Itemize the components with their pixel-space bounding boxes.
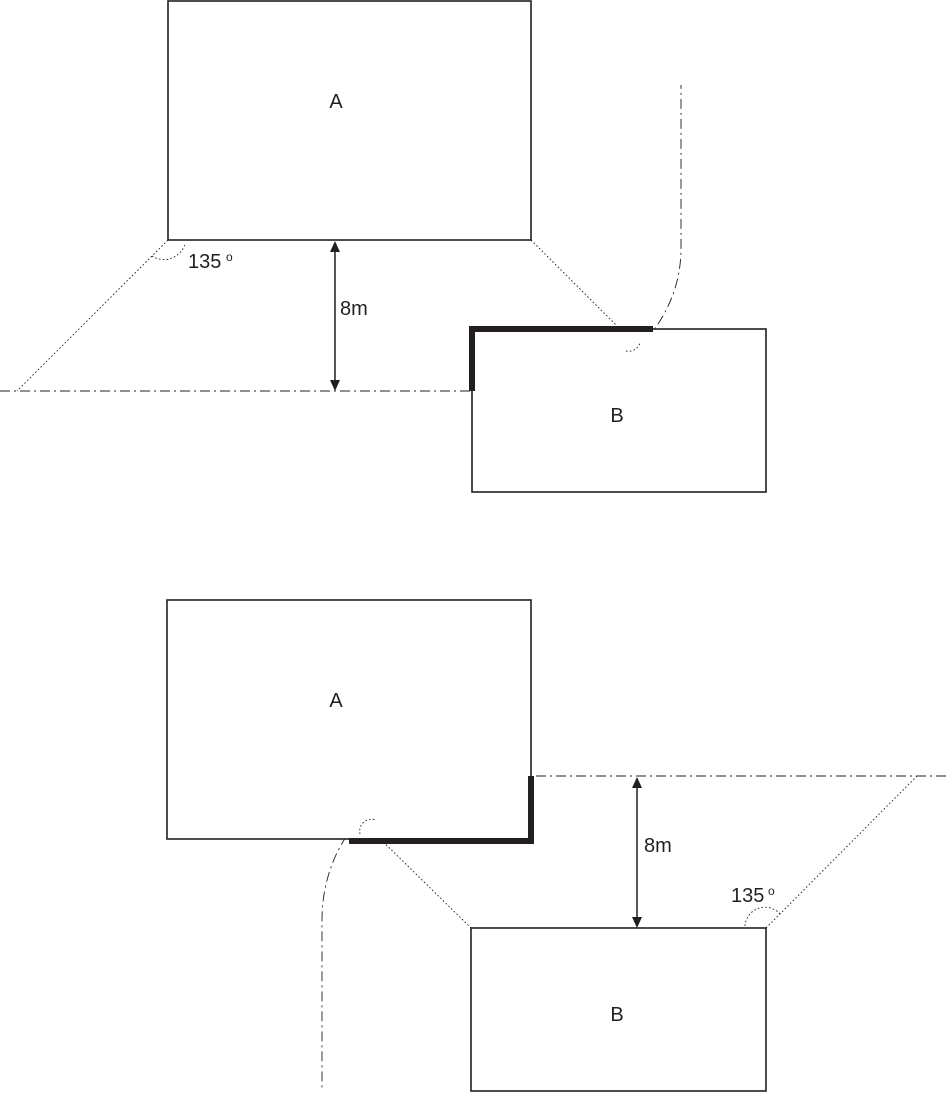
bottom-building-b [470,927,767,1092]
top-scenario: A B 8m 135 o [0,0,767,493]
top-angle-degree-symbol: o [226,250,233,264]
bottom-dimension-arrowhead-down [632,917,642,928]
top-dimension-arrowhead-down [330,380,340,391]
bottom-affected-wall [349,776,534,844]
bottom-distance-label: 8m [644,835,672,857]
bottom-angle-arc [744,906,781,927]
top-building-b-label: B [610,405,623,427]
top-left-projection-line [16,239,169,392]
top-distance-label: 8m [340,298,368,320]
top-dimension-arrowhead-up [330,241,340,252]
bottom-building-a [166,599,532,840]
bottom-scenario: A B 8m 135 o [166,599,946,1092]
top-affected-wall [469,326,653,391]
top-angle-label: 135 [188,251,221,273]
top-right-projection-line [530,239,635,344]
bottom-building-b-label: B [610,1004,623,1026]
bottom-right-projection-line [765,775,918,929]
bottom-angle-arc-small [359,818,377,835]
top-building-a-label: A [329,91,343,113]
bottom-dimension-arrowhead-up [632,777,642,788]
top-angle-arc-small [625,342,641,352]
bottom-angle-label: 135 [731,885,764,907]
bottom-building-a-label: A [329,690,343,712]
bottom-angle-degree-symbol: o [768,884,775,898]
top-angle-arc [151,243,186,260]
top-building-a [167,0,532,241]
